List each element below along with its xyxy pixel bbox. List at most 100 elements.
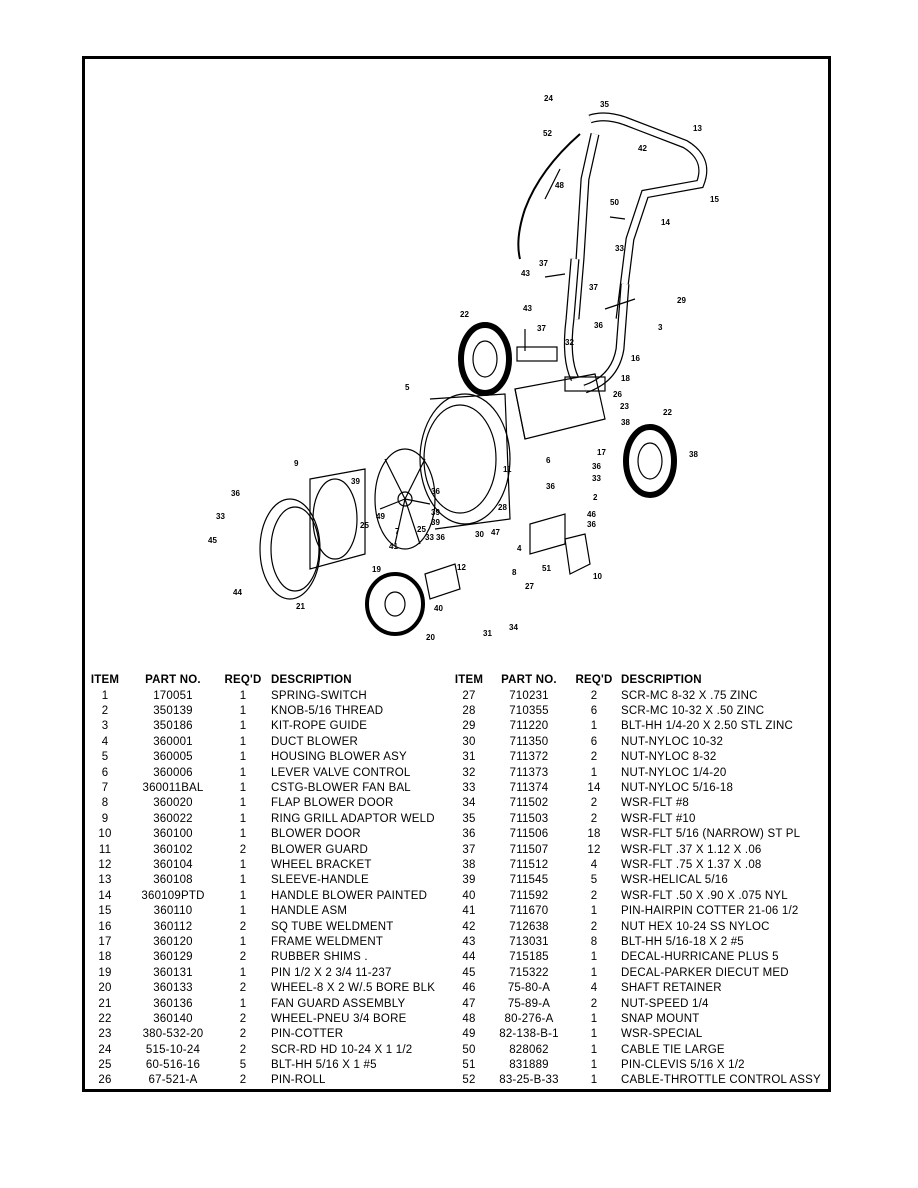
item-number: 7 <box>101 782 109 795</box>
item-number: 49 <box>462 1028 476 1041</box>
svg-text:51: 51 <box>542 564 551 573</box>
part-number: 67-521-A <box>148 1074 198 1087</box>
part-description: PIN-HAIRPIN COTTER 21-06 1/2 <box>621 905 799 918</box>
part-number: 170051 <box>153 689 193 702</box>
item-number: 40 <box>462 889 476 902</box>
required-qty: 6 <box>590 705 598 718</box>
svg-text:18: 18 <box>621 374 630 383</box>
item-number: 23 <box>98 1028 112 1041</box>
item-number: 36 <box>462 828 476 841</box>
required-qty: 2 <box>239 982 247 995</box>
item-number: 8 <box>101 797 109 810</box>
item-number: 29 <box>462 720 476 733</box>
svg-text:45: 45 <box>208 536 217 545</box>
part-description: DECAL-PARKER DIECUT MED <box>621 966 789 979</box>
required-qty: 5 <box>239 1059 247 1072</box>
item-number: 46 <box>462 982 476 995</box>
part-description: HOUSING BLOWER ASY <box>271 751 407 764</box>
required-qty: 1 <box>590 1028 598 1041</box>
item-number: 16 <box>98 920 112 933</box>
part-description: RUBBER SHIMS . <box>271 951 368 964</box>
svg-text:6: 6 <box>546 456 551 465</box>
part-description: HANDLE BLOWER PAINTED <box>271 889 428 902</box>
part-number: 711373 <box>509 766 549 779</box>
part-number: 360104 <box>153 858 193 871</box>
item-number: 13 <box>98 874 112 887</box>
part-description: WHEEL BRACKET <box>271 858 372 871</box>
part-number: 715185 <box>509 951 549 964</box>
svg-text:13: 13 <box>693 124 702 133</box>
header-reqd: REQ'D <box>575 673 613 686</box>
part-description: CABLE-THROTTLE CONTROL ASSY <box>621 1074 821 1087</box>
item-number: 39 <box>462 874 476 887</box>
part-description: WSR-FLT .50 X .90 X .075 NYL <box>621 889 788 902</box>
required-qty: 1 <box>239 720 247 733</box>
part-number: 82-138-B-1 <box>499 1028 559 1041</box>
part-description: FAN GUARD ASSEMBLY <box>271 997 406 1010</box>
header-description: DESCRIPTION <box>271 673 352 686</box>
part-number: 711503 <box>509 812 549 825</box>
svg-text:5: 5 <box>405 383 410 392</box>
part-description: WHEEL-8 X 2 W/.5 BORE BLK <box>271 982 436 995</box>
part-description: NUT HEX 10-24 SS NYLOC <box>621 920 770 933</box>
header-reqd: REQ'D <box>224 673 262 686</box>
svg-text:35: 35 <box>600 100 609 109</box>
part-number: 711374 <box>509 782 549 795</box>
required-qty: 4 <box>590 982 598 995</box>
required-qty: 1 <box>590 905 598 918</box>
item-number: 41 <box>462 905 476 918</box>
part-number: 80-276-A <box>504 1012 554 1025</box>
part-number: 360006 <box>153 766 193 779</box>
part-number: 360011BAL <box>142 782 204 795</box>
part-number: 713031 <box>509 935 549 948</box>
part-description: WSR-FLT .37 X 1.12 X .06 <box>621 843 762 856</box>
svg-text:47: 47 <box>491 528 500 537</box>
svg-text:7: 7 <box>395 527 400 536</box>
part-description: NUT-NYLOC 8-32 <box>621 751 717 764</box>
required-qty: 2 <box>239 1028 247 1041</box>
required-qty: 2 <box>590 689 598 702</box>
item-number: 4 <box>101 735 109 748</box>
svg-text:20: 20 <box>426 633 435 642</box>
item-number: 34 <box>462 797 476 810</box>
part-description: CABLE TIE LARGE <box>621 1043 725 1056</box>
item-number: 35 <box>462 812 476 825</box>
item-number: 18 <box>98 951 112 964</box>
part-number: 360100 <box>153 828 193 841</box>
svg-text:36: 36 <box>436 533 445 542</box>
svg-text:37: 37 <box>539 259 548 268</box>
part-number: 360129 <box>153 951 193 964</box>
required-qty: 1 <box>590 720 598 733</box>
required-qty: 1 <box>239 766 247 779</box>
part-number: 712638 <box>509 920 549 933</box>
svg-text:33: 33 <box>425 533 434 542</box>
part-description: BLT-HH 1/4-20 X 2.50 STL ZINC <box>621 720 793 733</box>
part-number: 831889 <box>509 1059 549 1072</box>
svg-text:32: 32 <box>565 338 574 347</box>
item-number: 45 <box>462 966 476 979</box>
svg-text:26: 26 <box>613 390 622 399</box>
item-number: 43 <box>462 935 476 948</box>
required-qty: 1 <box>239 905 247 918</box>
svg-text:38: 38 <box>689 450 698 459</box>
item-number: 48 <box>462 1012 476 1025</box>
svg-text:17: 17 <box>597 448 606 457</box>
part-number: 711507 <box>509 843 549 856</box>
required-qty: 1 <box>590 1012 598 1025</box>
part-number: 360022 <box>153 812 193 825</box>
